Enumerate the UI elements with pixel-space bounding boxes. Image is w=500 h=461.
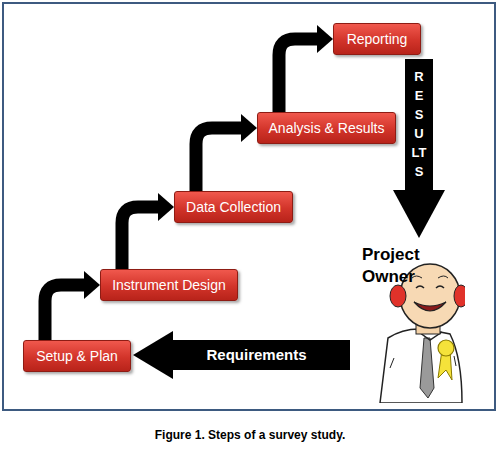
connector-arrow (279, 25, 333, 112)
arrow-head (317, 25, 333, 53)
arrow-head (241, 114, 257, 142)
process-box: Reporting (333, 23, 421, 55)
arrow-head (393, 190, 445, 238)
connector-shaft (45, 285, 86, 340)
box-label: Setup & Plan (36, 348, 118, 364)
illustration-part (414, 302, 446, 311)
arrow-head (158, 193, 174, 221)
connector-label: Requirements (173, 345, 340, 365)
arrow-head (133, 331, 173, 379)
illustration-part (380, 329, 462, 403)
illustration-part (400, 264, 460, 328)
illustration-part (390, 285, 406, 307)
process-box: Data Collection (174, 191, 293, 223)
connector-shaft (279, 39, 319, 112)
process-box: Setup & Plan (23, 340, 131, 372)
illustration-part (412, 276, 448, 278)
box-label: Analysis & Results (269, 120, 385, 136)
box-label: Reporting (347, 31, 408, 47)
connector-shaft (196, 128, 243, 191)
connector-arrow (133, 331, 350, 379)
connector-shaft (173, 340, 350, 370)
connector-arrow (45, 271, 100, 340)
connector-arrow (393, 59, 445, 238)
arrow-head (84, 271, 100, 299)
illustration-part (420, 338, 434, 398)
illustration-part (390, 356, 456, 368)
project-owner: Project Owner (350, 238, 465, 403)
connector-arrow (122, 193, 174, 269)
process-box: Instrument Design (100, 269, 238, 301)
figure-caption: Figure 1. Steps of a survey study. (0, 428, 500, 442)
process-box: Analysis & Results (257, 112, 396, 144)
connector-shaft (405, 59, 433, 190)
illustration-part (416, 286, 424, 288)
connector-arrow (196, 114, 257, 191)
illustration-part (438, 340, 454, 356)
box-label: Data Collection (186, 199, 281, 215)
illustration-part (436, 286, 444, 288)
illustration-part (454, 285, 465, 307)
box-label: Instrument Design (112, 277, 226, 293)
connector-label: RESULTS (411, 67, 427, 181)
owner-label: Project Owner (362, 244, 444, 288)
connector-shaft (122, 207, 160, 269)
